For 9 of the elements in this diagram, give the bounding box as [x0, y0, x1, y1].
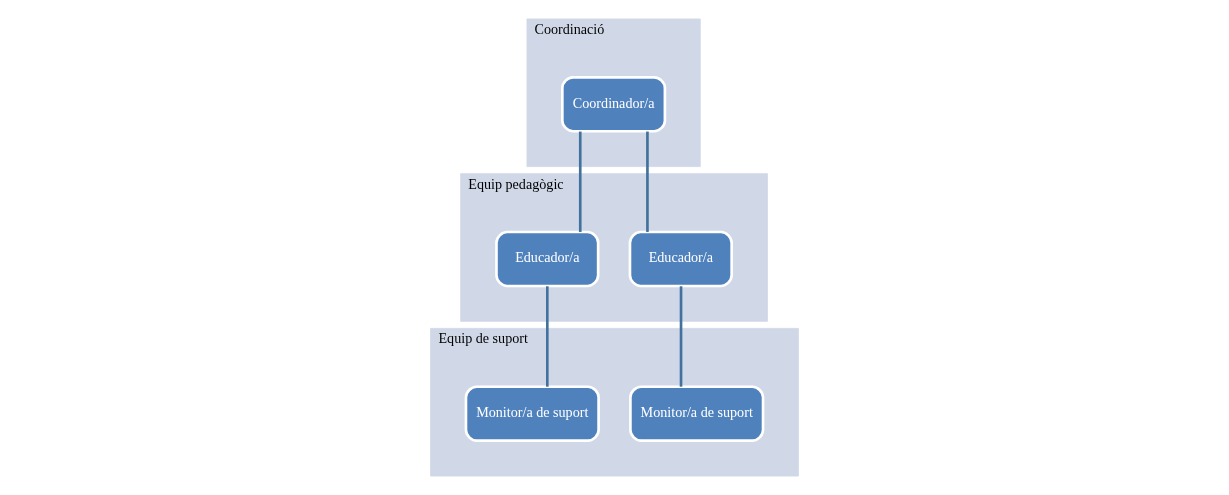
connector: [578, 131, 582, 232]
connector: [546, 286, 549, 387]
node-box: Monitor/a de suport: [629, 385, 765, 442]
node-box: Coordinador/a: [561, 76, 667, 133]
node-box: Educador/a: [628, 230, 733, 288]
node-box: Monitor/a de suport: [464, 385, 600, 442]
connector: [646, 131, 649, 232]
connector: [679, 286, 683, 387]
node-box: Educador/a: [495, 230, 600, 288]
